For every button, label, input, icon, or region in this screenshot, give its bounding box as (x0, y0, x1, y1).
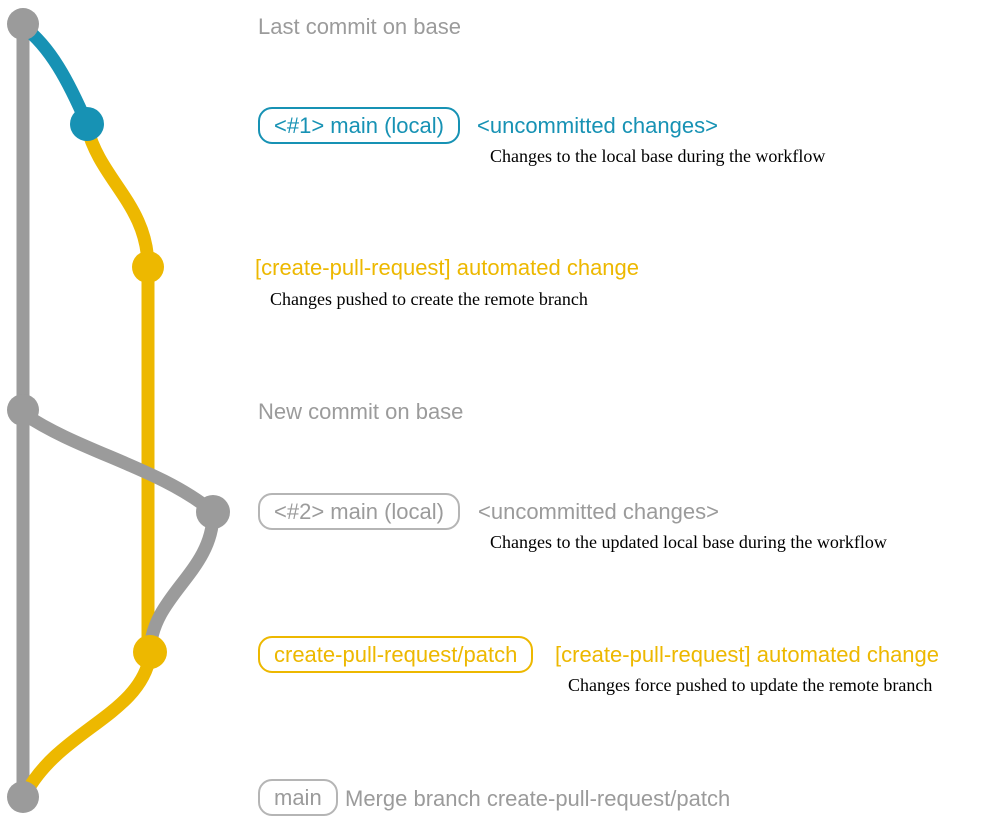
commit-title-automated-1: [create-pull-request] automated change (255, 255, 640, 280)
edge-local-main-2-to-patch (143, 508, 220, 657)
label-new-commit-on-base: New commit on base (258, 399, 464, 424)
commit-dot-last-base (7, 8, 39, 40)
commit-title-uncommitted-1: <uncommitted changes> (477, 113, 718, 138)
edge-patch-to-merge (19, 649, 157, 800)
commit-desc-automated-1: Changes pushed to create the remote bran… (270, 289, 588, 309)
commit-graph (7, 8, 230, 813)
commit-dot-automated-1 (132, 251, 164, 283)
label-last-commit-on-base: Last commit on base (258, 14, 461, 39)
branch-badge-create-pull-request-patch: create-pull-request/patch (258, 636, 534, 673)
commit-dot-automated-2 (133, 635, 167, 669)
commit-dot-local-main-1 (70, 107, 104, 141)
branch-badge-main-local-1: <#1> main (local) (258, 107, 460, 144)
commit-dot-new-base (7, 394, 39, 426)
branch-badge-main: main (258, 779, 338, 816)
branch-badge-main-local-2: <#2> main (local) (258, 493, 460, 530)
edge-base-to-local-main-2 (17, 407, 220, 519)
commit-desc-uncommitted-2: Changes to the updated local base during… (490, 532, 887, 552)
commit-desc-automated-2: Changes force pushed to update the remot… (568, 675, 933, 695)
commit-desc-uncommitted-1: Changes to the local base during the wor… (490, 146, 826, 166)
commit-title-uncommitted-2: <uncommitted changes> (478, 499, 719, 524)
commit-dot-local-main-2 (196, 495, 230, 529)
edge-local-main-1-to-patch (80, 120, 155, 274)
edge-base-to-local-main-1 (17, 20, 94, 131)
commit-title-merge: Merge branch create-pull-request/patch (345, 786, 731, 811)
commit-title-automated-2: [create-pull-request] automated change (555, 642, 940, 667)
commit-dot-merge (7, 781, 39, 813)
